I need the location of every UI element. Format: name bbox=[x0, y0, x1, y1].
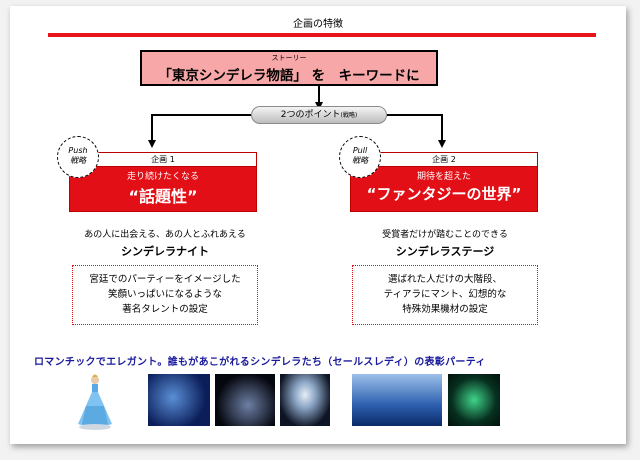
plan-1-name: シンデレラナイト bbox=[121, 245, 209, 258]
tagline: ロマンチックでエレガント。誰もがあこがれるシンデレラたち（セールスレディ）の表彰… bbox=[34, 357, 486, 368]
slide: 企画の特徴 ストーリー 「東京シンデレラ物語」 を キーワードに 2つのポイント… bbox=[10, 6, 626, 444]
plan-1-note-line: 宮廷でのパーティーをイメージした bbox=[89, 274, 241, 285]
plan-1-note-line: 著名タレントの設定 bbox=[122, 304, 208, 315]
cinderella-figure-icon bbox=[78, 374, 112, 430]
arrow-right-branch bbox=[387, 114, 446, 148]
connector-lines bbox=[148, 86, 446, 148]
plan-2-subtitle: 期待を超えた bbox=[416, 172, 471, 182]
plan-1-number: 企画 1 bbox=[70, 153, 256, 167]
event-photo-5 bbox=[448, 374, 500, 426]
plan-1-headline: “話題性” bbox=[128, 187, 198, 206]
plan-1-note-line: 笑顔いっぱいになるような bbox=[107, 289, 222, 300]
plan-2-number: 企画 2 bbox=[351, 153, 537, 167]
plan-2-headline: “ファンタジーの世界” bbox=[366, 185, 522, 203]
points-pill: 2つのポイント(戦略) bbox=[251, 106, 387, 124]
push-badge-en: Push bbox=[68, 146, 88, 155]
event-photo-4 bbox=[352, 374, 442, 426]
page-heading: 企画の特徴 bbox=[293, 19, 343, 30]
push-badge-jp: 戦略 bbox=[70, 156, 86, 165]
keyword-box: ストーリー 「東京シンデレラ物語」 を キーワードに bbox=[140, 50, 438, 86]
keyword-title: 「東京シンデレラ物語」 を キーワードに bbox=[158, 68, 420, 84]
plan-1-note: 宮廷でのパーティーをイメージした 笑顔いっぱいになるような 著名タレントの設定 bbox=[72, 265, 258, 325]
arrow-left-branch bbox=[148, 114, 251, 148]
event-photo-2 bbox=[215, 374, 275, 426]
plan-2-box: 企画 2 期待を超えた “ファンタジーの世界” bbox=[350, 152, 538, 212]
plan-2-note: 選ばれた人だけの大階段、 ティアラにマント、幻想的な 特殊効果機材の設定 bbox=[352, 265, 538, 325]
pull-strategy-badge: Pull 戦略 bbox=[339, 136, 381, 178]
points-suffix: (戦略) bbox=[340, 112, 358, 119]
plan-2-note-line: 特殊効果機材の設定 bbox=[402, 304, 488, 315]
plan-1-subtitle: 走り続けたくなる bbox=[126, 172, 199, 182]
pull-badge-jp: 戦略 bbox=[352, 156, 368, 165]
pull-badge-en: Pull bbox=[352, 146, 368, 155]
points-label: 2つのポイント bbox=[280, 110, 341, 120]
plan-2-note-line: ティアラにマント、幻想的な bbox=[383, 289, 507, 300]
plan-2-note-line: 選ばれた人だけの大階段、 bbox=[387, 274, 502, 285]
plan-2-lead: 受賞者だけが踏むことのできる bbox=[382, 230, 508, 240]
keyword-ruby: ストーリー bbox=[271, 54, 307, 62]
event-photo-3 bbox=[280, 374, 330, 426]
event-photo-1 bbox=[148, 374, 210, 426]
push-strategy-badge: Push 戦略 bbox=[57, 136, 99, 178]
plan-1-lead: あの人に出会える、あの人とふれあえる bbox=[84, 230, 246, 240]
heading-rule bbox=[48, 33, 596, 37]
plan-1-box: 企画 1 走り続けたくなる “話題性” bbox=[69, 152, 257, 212]
plan-2-name: シンデレラステージ bbox=[395, 245, 495, 258]
